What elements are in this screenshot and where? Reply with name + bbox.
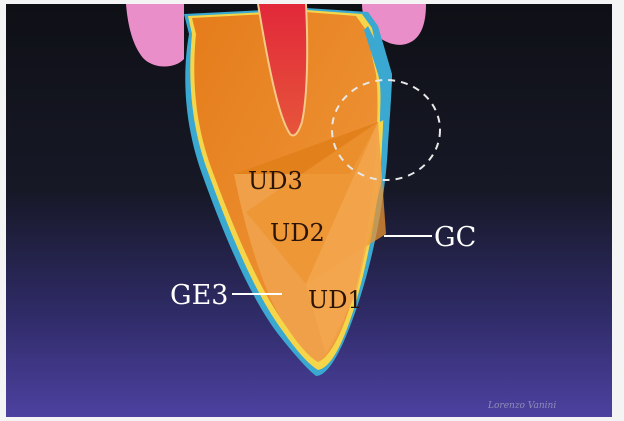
label-gc: GC	[434, 222, 476, 253]
label-ge3: GE3	[170, 280, 228, 311]
tooth-layer-diagram: UD3 UD2 UD1 GC GE3 Lorenzo Vanini	[6, 4, 612, 417]
label-ud1: UD1	[308, 286, 363, 314]
label-ud2: UD2	[270, 219, 325, 247]
artist-signature: Lorenzo Vanini	[487, 401, 556, 411]
tooth-illustration-panel: UD3 UD2 UD1 GC GE3 Lorenzo Vanini	[6, 4, 612, 417]
label-ud3: UD3	[248, 167, 303, 195]
